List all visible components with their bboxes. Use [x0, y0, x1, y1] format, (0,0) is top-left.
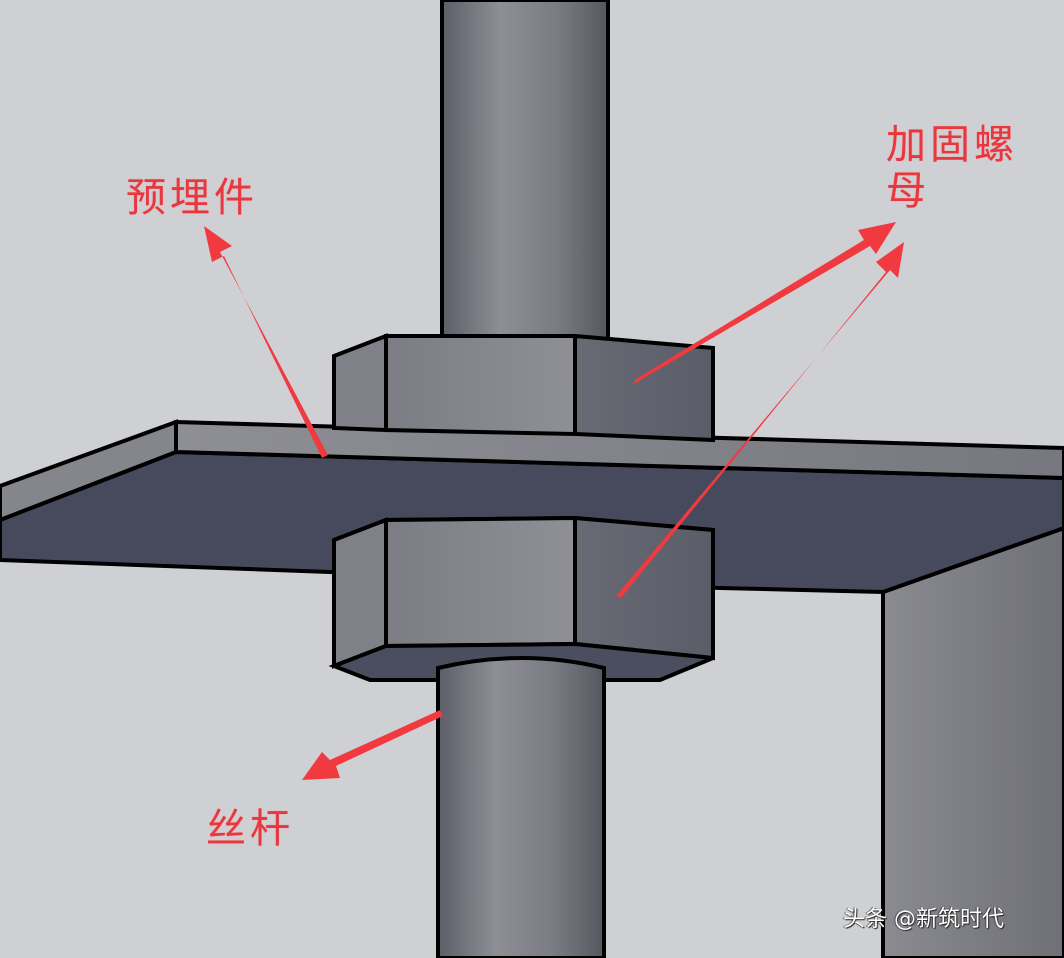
- arrow-embedded-part: [204, 226, 328, 458]
- label-threaded-rod: 丝杆: [206, 806, 294, 852]
- support-block: [881, 525, 1064, 958]
- arrow-threaded-rod: [302, 710, 443, 780]
- arrow-nut-upper: [632, 222, 896, 385]
- watermark: 头条 @新筑时代: [843, 907, 1004, 932]
- reinforcing-nut-lower: [328, 515, 715, 682]
- threaded-rod-upper: [440, 0, 610, 347]
- threaded-rod-lower: [436, 656, 606, 958]
- reinforcing-nut-upper: [332, 333, 715, 443]
- label-embedded-part: 预埋件: [126, 175, 258, 221]
- arrow-nut-lower: [616, 242, 904, 598]
- label-reinforcing-nut: 加固螺母: [886, 122, 1018, 214]
